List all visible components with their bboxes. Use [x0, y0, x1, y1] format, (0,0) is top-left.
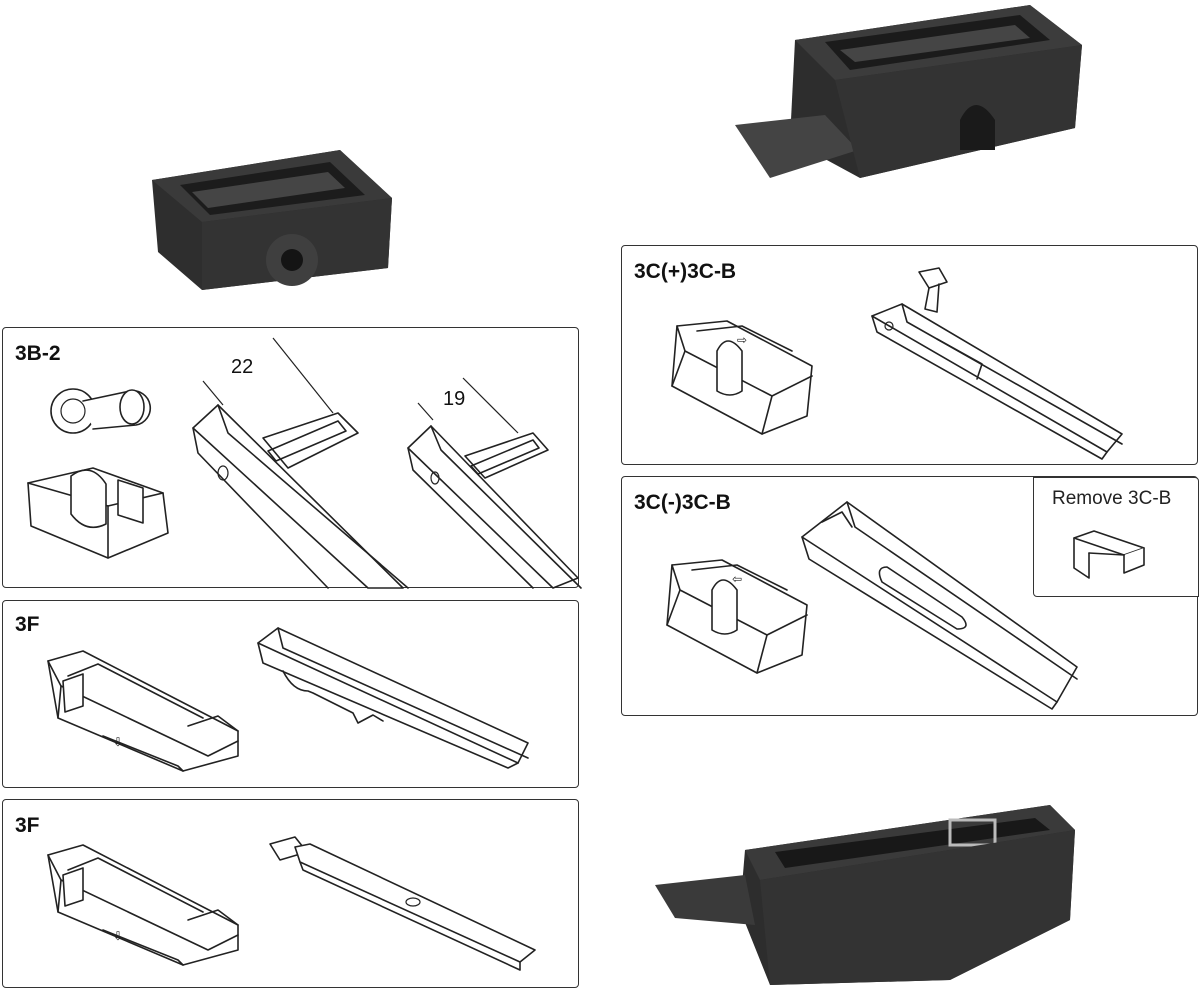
- clip-drawing: [27, 467, 169, 559]
- svg-text:⇩: ⇩: [113, 735, 123, 749]
- arm-3c-plus-drawing: [871, 267, 1123, 460]
- dimension-22: 22: [231, 356, 254, 378]
- adapter-photo-bottom-right: [655, 805, 1075, 985]
- panel-label: 3F: [15, 814, 40, 837]
- arm-3f-drawing: [257, 627, 529, 769]
- flat-arm-drawing: [269, 836, 536, 971]
- remove-label: Remove 3C-B: [1052, 488, 1172, 509]
- 3c-b-part-drawing: [1073, 530, 1145, 579]
- panel-3f-b: 3F ⇩: [2, 799, 579, 988]
- adapter-photo-top-right: [735, 5, 1082, 178]
- panel-label: 3B-2: [15, 342, 61, 365]
- dimension-19: 19: [443, 388, 466, 410]
- panel-label: 3F: [15, 613, 40, 636]
- panel-3b-2: 3B-2 22 19: [2, 327, 582, 589]
- svg-text:⇨: ⇨: [737, 333, 747, 347]
- adapter-3f-drawing: ⇩: [47, 844, 239, 966]
- arm-22-drawing: [192, 337, 409, 589]
- remove-3c-b-box: Remove 3C-B: [1033, 477, 1199, 597]
- panel-label: 3C(+)3C-B: [634, 260, 737, 283]
- arm-19-drawing: [407, 377, 582, 589]
- svg-text:⇦: ⇦: [732, 572, 742, 586]
- pin-drawing: [50, 388, 152, 434]
- adapter-3f-drawing: ⇩: [47, 650, 239, 772]
- panel-3c-plus-3c-b: 3C(+)3C-B ⇨: [621, 245, 1198, 465]
- adapter-3c-minus-drawing: ⇦: [666, 559, 808, 674]
- adapter-3c-plus-drawing: ⇨: [671, 320, 813, 435]
- svg-text:⇩: ⇩: [113, 929, 123, 943]
- panel-3f-a: 3F ⇩: [2, 600, 579, 788]
- panel-label: 3C(-)3C-B: [634, 491, 731, 514]
- panel-3c-minus-3c-b: 3C(-)3C-B ⇦ Remove 3C-B: [621, 476, 1199, 716]
- arm-3c-minus-drawing: [801, 501, 1078, 710]
- adapter-photo-top-left: [152, 150, 392, 290]
